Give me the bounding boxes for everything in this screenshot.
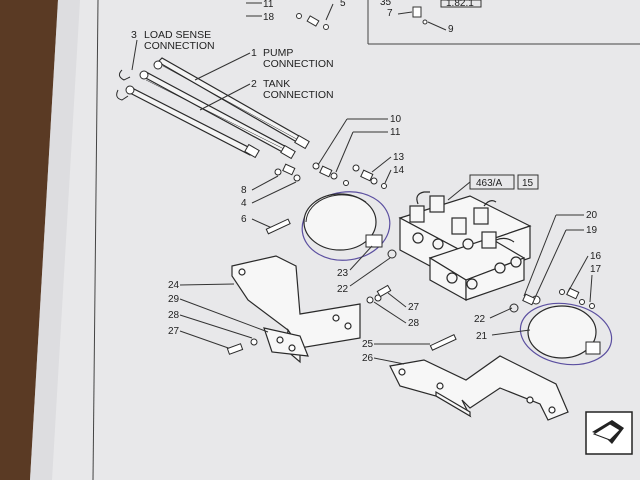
top-partial-callouts: 11 18 5 35 1.82.1 7 9 (246, 0, 482, 35)
valve-block (398, 191, 532, 302)
accumulator-right (509, 295, 613, 366)
callout-28-right: 28 (408, 318, 420, 329)
callout-35-top: 35 (380, 0, 392, 8)
callout-16: 16 (590, 251, 602, 262)
hose-labels: 3 LOAD SENSE CONNECTION 1 PUMP CONNECTIO… (131, 29, 334, 111)
callout-17: 17 (590, 264, 602, 275)
callout-3: 3 (131, 29, 137, 41)
callout-21: 21 (476, 331, 488, 342)
bracket-left-callouts: 24 29 28 27 (168, 280, 269, 351)
tank-label-line2: CONNECTION (263, 89, 334, 101)
callout-1: 1 (251, 47, 257, 59)
callout-22-right: 22 (474, 314, 486, 325)
ref-box-label: 463/A (476, 178, 502, 189)
callout-4: 4 (241, 198, 247, 209)
callout-26: 26 (362, 353, 374, 364)
bracket-left-bolts (226, 284, 392, 355)
pump-label-line1: PUMP (263, 47, 293, 59)
callout-25: 25 (362, 339, 374, 350)
pump-label-line2: CONNECTION (263, 58, 334, 70)
callout-13: 13 (393, 152, 405, 163)
bracket-right (389, 355, 569, 421)
callout-8: 8 (241, 185, 247, 196)
callout-29: 29 (168, 294, 180, 305)
load-sense-label-line1: LOAD SENSE (144, 29, 211, 41)
ref-box-number: 15 (522, 178, 534, 189)
callout-19: 19 (586, 225, 598, 236)
hose-fittings (116, 60, 310, 160)
callout-14: 14 (393, 165, 405, 176)
callout-5-top: 5 (340, 0, 346, 9)
bracket-left (231, 255, 361, 364)
callout-9: 9 (448, 24, 454, 35)
callout-11: 11 (390, 127, 401, 138)
ref-box-463A: 463/A 15 (447, 174, 539, 201)
pin-6 (265, 218, 291, 235)
callout-6: 6 (241, 214, 247, 225)
callout-28-left: 28 (168, 310, 180, 321)
load-sense-label-line2: CONNECTION (144, 40, 215, 52)
callout-23: 23 (337, 268, 349, 279)
right-callouts: 20 19 16 17 (523, 210, 602, 303)
callout-27-left: 27 (168, 326, 180, 337)
callout-18-top: 18 (263, 12, 275, 23)
callout-27-right: 27 (408, 302, 420, 313)
callout-2: 2 (251, 78, 257, 90)
callout-24: 24 (168, 280, 180, 291)
next-page-arrow-icon[interactable] (585, 411, 633, 455)
fittings-cluster (274, 162, 387, 189)
ref-box-top: 1.82.1 (446, 0, 474, 9)
callout-11-top: 11 (263, 0, 274, 10)
callout-10: 10 (390, 114, 402, 125)
accumulator-left (301, 191, 397, 261)
top-frame (92, 0, 640, 480)
left-callouts: 10 11 13 14 8 4 6 (241, 114, 405, 229)
callout-7: 7 (387, 8, 393, 19)
callout-22-left: 22 (337, 284, 349, 295)
tank-label-line1: TANK (263, 78, 290, 90)
pin-25 (429, 334, 457, 351)
callout-20: 20 (586, 210, 598, 221)
